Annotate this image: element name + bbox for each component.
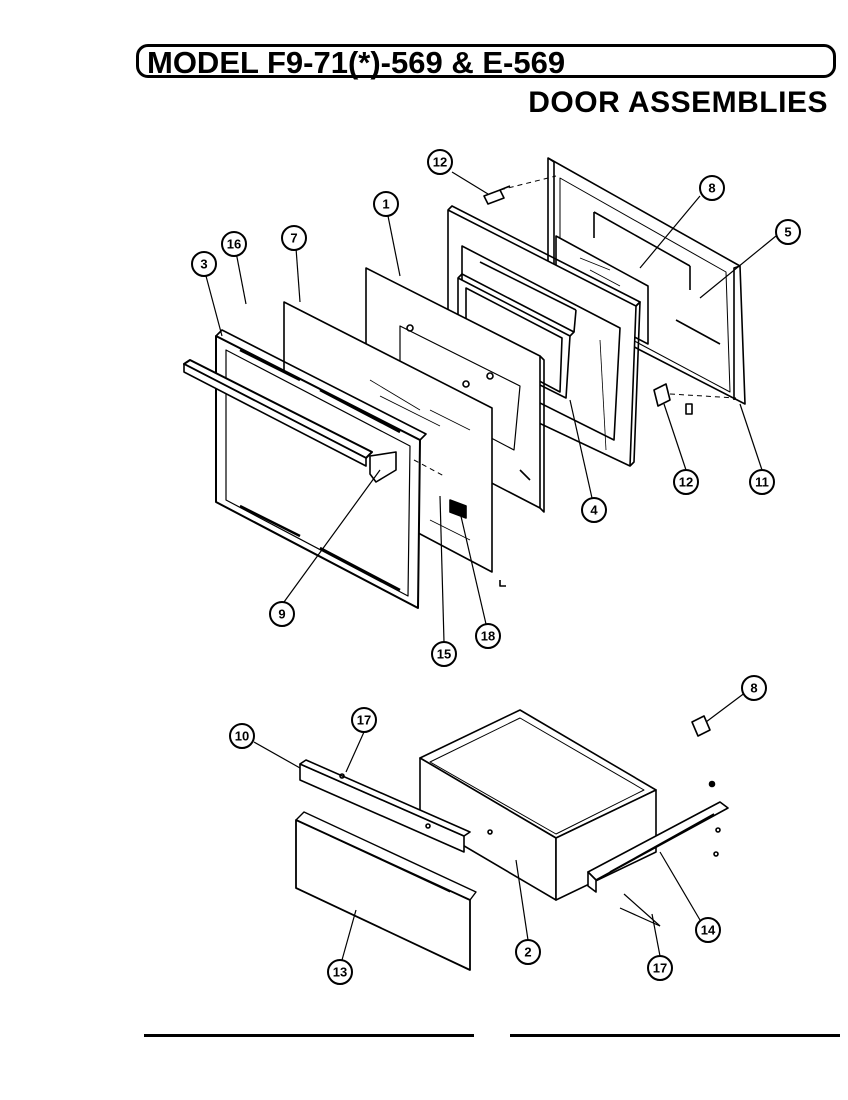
- model-title-box: MODEL F9-71(*)-569 & E-569: [136, 44, 836, 80]
- callout-8: 8: [741, 675, 767, 701]
- callout-16: 16: [221, 231, 247, 257]
- drawer-front-13: [295, 811, 477, 971]
- callout-2: 2: [515, 939, 541, 965]
- drawer-body-2: [419, 709, 657, 901]
- door-handle-9: [183, 359, 397, 483]
- callout-11: 11: [749, 469, 775, 495]
- svg-text:1: 1: [382, 197, 389, 212]
- svg-text:18: 18: [481, 629, 495, 644]
- svg-text:17: 17: [653, 961, 667, 976]
- svg-text:3: 3: [200, 257, 207, 272]
- drawer-slide-14: [587, 801, 729, 893]
- drawer-stop-8: [691, 715, 716, 788]
- hinge-12-top: [483, 185, 511, 205]
- callout-1: 1: [373, 191, 399, 217]
- leader-lines: [205, 171, 777, 961]
- svg-text:5: 5: [784, 225, 791, 240]
- svg-text:12: 12: [679, 475, 693, 490]
- callout-18: 18: [475, 623, 501, 649]
- callout-14: 14: [695, 917, 721, 943]
- hinge-12-bottom: [653, 383, 671, 407]
- svg-text:8: 8: [708, 181, 715, 196]
- svg-text:8: 8: [750, 681, 757, 696]
- callout-15: 15: [431, 641, 457, 667]
- bottom-rule-left: [144, 1034, 474, 1037]
- callout-12: 12: [673, 469, 699, 495]
- callout-9: 9: [269, 601, 295, 627]
- svg-text:7: 7: [290, 231, 297, 246]
- svg-text:15: 15: [437, 647, 451, 662]
- svg-text:17: 17: [357, 713, 371, 728]
- svg-text:10: 10: [235, 729, 249, 744]
- svg-text:16: 16: [227, 237, 241, 252]
- callout-8: 8: [699, 175, 725, 201]
- callout-12: 12: [427, 149, 453, 175]
- callout-3: 3: [191, 251, 217, 277]
- svg-text:14: 14: [701, 923, 716, 938]
- svg-text:4: 4: [590, 503, 598, 518]
- svg-text:13: 13: [333, 965, 347, 980]
- callout-5: 5: [775, 219, 801, 245]
- callout-4: 4: [581, 497, 607, 523]
- svg-text:11: 11: [755, 475, 769, 490]
- drawer-bracket-10: [299, 759, 471, 853]
- callout-17: 17: [351, 707, 377, 733]
- alignment-lines: [413, 175, 737, 477]
- model-title: MODEL F9-71(*)-569 & E-569: [147, 45, 566, 80]
- callout-17: 17: [647, 955, 673, 981]
- bottom-rule-right: [510, 1034, 840, 1037]
- svg-text:12: 12: [433, 155, 447, 170]
- svg-text:9: 9: [278, 607, 285, 622]
- callout-7: 7: [281, 225, 307, 251]
- outer-door-panel: [547, 157, 746, 415]
- section-title: DOOR ASSEMBLIES: [528, 86, 828, 119]
- svg-text:2: 2: [524, 945, 531, 960]
- callout-13: 13: [327, 959, 353, 985]
- callout-10: 10: [229, 723, 255, 749]
